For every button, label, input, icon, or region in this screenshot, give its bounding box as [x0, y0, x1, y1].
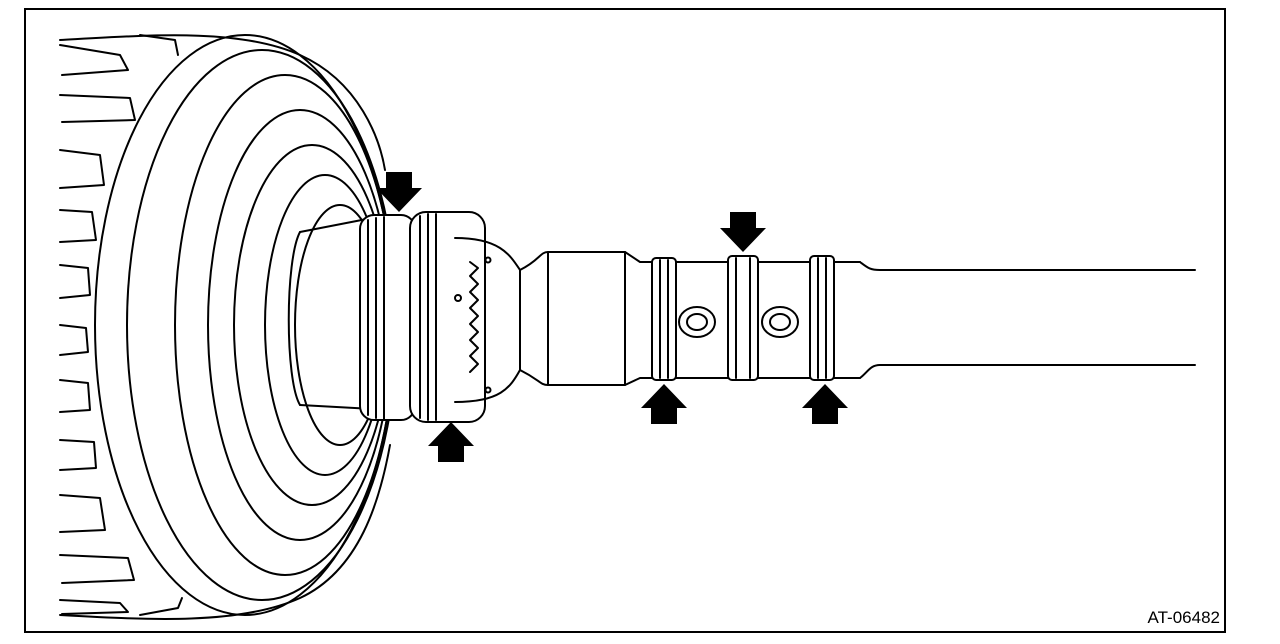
arrow-shaft-ring-1	[641, 384, 687, 424]
figure-code: AT-06482	[1145, 608, 1222, 628]
spline-collar	[454, 237, 521, 403]
shaft-oil-hole-1	[678, 306, 716, 338]
shaft-seal-ring-3	[809, 255, 835, 381]
input-shaft	[519, 251, 1196, 386]
arrow-shaft-ring-3	[802, 384, 848, 424]
shaft-seal-ring-1	[651, 257, 677, 381]
shaft-oil-hole-2	[761, 306, 799, 338]
arrow-shaft-ring-2	[720, 212, 766, 252]
arrow-drum-hub-lower	[428, 422, 474, 462]
drum-hub-seal-ring-upper	[409, 211, 486, 423]
arrow-drum-hub-upper	[376, 172, 422, 212]
shaft-seal-ring-2	[727, 255, 759, 381]
drum-hub	[287, 214, 416, 421]
